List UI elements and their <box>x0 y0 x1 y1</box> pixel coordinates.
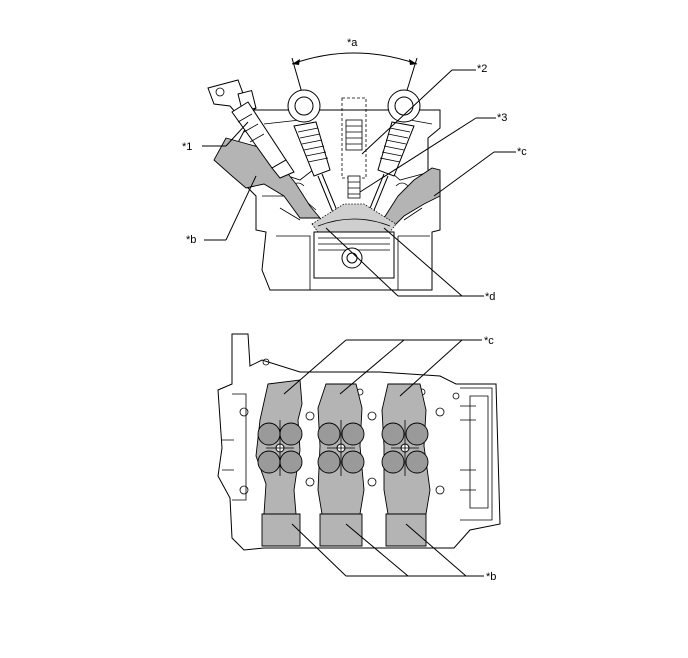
fuel-injector <box>207 79 295 179</box>
callout-b-top: *b <box>186 234 196 246</box>
callout-c-top: *c <box>517 146 527 158</box>
callout-c-bottom: *c <box>484 335 494 347</box>
bottom-view: *c *b <box>217 333 501 583</box>
bottom-leader-lines <box>283 339 484 577</box>
cross-section-view: *a <box>182 37 527 303</box>
spark-plug-tube <box>341 97 367 199</box>
top-leader-lines <box>202 69 516 297</box>
intake-camshaft <box>287 89 321 123</box>
callout-a: *a <box>347 37 358 49</box>
valve-seats <box>257 422 429 474</box>
spark-plug-holes <box>266 420 419 476</box>
callout-b-bottom: *b <box>486 571 496 583</box>
callout-2: *2 <box>477 63 487 75</box>
callout-1: *1 <box>182 141 192 153</box>
exhaust-port-shaded <box>383 167 441 227</box>
exhaust-camshaft <box>387 89 421 123</box>
callout-3: *3 <box>497 112 507 124</box>
callout-d: *d <box>485 291 495 303</box>
